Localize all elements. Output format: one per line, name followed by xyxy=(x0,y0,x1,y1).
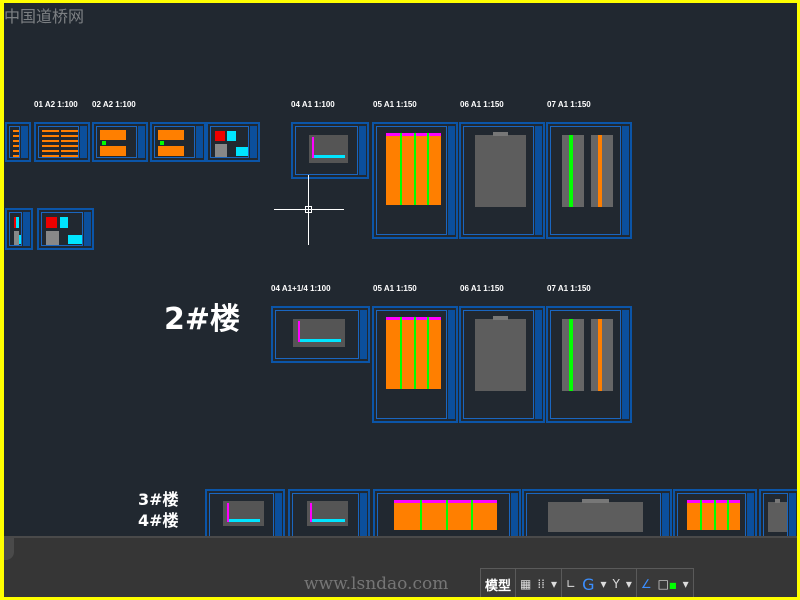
isodraft-icon[interactable]: Y xyxy=(612,577,620,591)
title-block xyxy=(23,212,30,246)
sheet-drawing-area xyxy=(376,126,447,235)
model-space-canvas[interactable]: 01 A2 1:100 02 A2 1:100 04 A1 1:100 05 A… xyxy=(4,3,797,536)
chevron-down-icon[interactable]: ▾ xyxy=(625,577,632,591)
watermark-logo: 中国道桥网 xyxy=(4,7,85,26)
title-block xyxy=(250,126,257,158)
object-snap-icon[interactable]: ∠ xyxy=(640,577,652,591)
chevron-down-icon[interactable]: ▾ xyxy=(551,577,558,591)
layout-tab-handle[interactable] xyxy=(4,538,14,560)
sheet-label: 05 A1 1:150 xyxy=(373,284,417,293)
title-block xyxy=(359,126,366,175)
sheet-label: 01 A2 1:100 xyxy=(34,100,78,109)
sheet-label: 02 A2 1:100 xyxy=(92,100,136,109)
title-block xyxy=(622,310,629,419)
drawing-sheet[interactable] xyxy=(372,306,458,423)
title-block xyxy=(622,126,629,235)
ortho-icon[interactable]: ∟ xyxy=(566,577,577,591)
crosshair-cursor xyxy=(274,209,344,210)
sheet-label: 05 A1 1:150 xyxy=(373,100,417,109)
snap-icon[interactable]: ⁞⁞ xyxy=(537,577,545,591)
drawing-sheet[interactable] xyxy=(673,489,757,536)
status-toolbar: 模型 ▦ ⁞⁞ ▾ ∟ G ▾ Y ▾ ∠ □■ ▾ xyxy=(480,568,694,597)
sheet-drawing-area xyxy=(275,310,359,359)
title-block xyxy=(789,493,796,536)
title-block xyxy=(448,310,455,419)
building-3-title: 3#楼 xyxy=(138,490,179,509)
title-block xyxy=(21,126,28,158)
chevron-down-icon[interactable]: ▾ xyxy=(682,577,689,591)
object-snap-tracking-icon[interactable]: □■ xyxy=(657,577,677,591)
title-block xyxy=(535,310,542,419)
sheet-drawing-area xyxy=(209,493,274,536)
building-4-title: 4#楼 xyxy=(138,511,179,530)
sheet-drawing-area xyxy=(295,126,358,175)
sheet-drawing-area xyxy=(526,493,661,536)
sheet-drawing-area xyxy=(9,126,20,158)
sheet-drawing-area xyxy=(41,212,83,246)
drawing-sheet[interactable] xyxy=(5,122,31,162)
title-block xyxy=(360,310,367,359)
watermark-url: www.lsndao.com xyxy=(304,574,449,594)
drawing-sheet[interactable] xyxy=(546,306,632,423)
drawing-sheet[interactable] xyxy=(206,122,260,162)
drawing-sheet[interactable] xyxy=(291,122,369,179)
drawing-sheet[interactable] xyxy=(459,122,545,239)
title-block xyxy=(511,493,518,536)
sheet-drawing-area xyxy=(377,493,510,536)
title-block xyxy=(448,126,455,235)
title-block xyxy=(535,126,542,235)
sheet-drawing-area xyxy=(96,126,137,158)
drawing-sheet[interactable] xyxy=(522,489,672,536)
drawing-sheet[interactable] xyxy=(459,306,545,423)
drawing-sheet[interactable] xyxy=(271,306,370,363)
drawing-sheet[interactable] xyxy=(546,122,632,239)
title-block xyxy=(360,493,367,536)
drawing-sheet[interactable] xyxy=(5,208,33,250)
sheet-label: 04 A1 1:100 xyxy=(291,100,335,109)
sheet-drawing-area xyxy=(38,126,79,158)
drawing-sheet[interactable] xyxy=(372,122,458,239)
sheet-drawing-area xyxy=(463,126,534,235)
sheet-drawing-area xyxy=(550,310,621,419)
polar-icon[interactable]: G xyxy=(582,574,595,594)
drawing-sheet[interactable] xyxy=(288,489,370,536)
crosshair-cursor xyxy=(308,175,309,245)
drawing-sheet[interactable] xyxy=(34,122,90,162)
drawing-sheet[interactable] xyxy=(205,489,285,536)
sheet-label: 06 A1 1:150 xyxy=(460,100,504,109)
drawing-sheet[interactable] xyxy=(373,489,521,536)
sheet-drawing-area xyxy=(154,126,195,158)
sheet-drawing-area xyxy=(292,493,359,536)
title-block xyxy=(84,212,91,246)
title-block xyxy=(275,493,282,536)
status-bar: www.lsndao.com 模型 ▦ ⁞⁞ ▾ ∟ G ▾ Y ▾ ∠ □■ … xyxy=(4,536,797,597)
sheet-drawing-area xyxy=(550,126,621,235)
sheet-label: 07 A1 1:150 xyxy=(547,100,591,109)
building-2-title: 2#楼 xyxy=(164,302,241,337)
pickbox xyxy=(305,206,312,213)
title-block xyxy=(662,493,669,536)
sheet-drawing-area xyxy=(763,493,788,536)
title-block xyxy=(747,493,754,536)
sheet-drawing-area xyxy=(376,310,447,419)
chevron-down-icon[interactable]: ▾ xyxy=(600,577,607,591)
sheet-drawing-area xyxy=(463,310,534,419)
drawing-sheet[interactable] xyxy=(759,489,797,536)
sheet-label: 04 A1+1/4 1:100 xyxy=(271,284,331,293)
sheet-drawing-area xyxy=(677,493,746,536)
drawing-sheet[interactable] xyxy=(92,122,148,162)
title-block xyxy=(138,126,145,158)
sheet-drawing-area xyxy=(210,126,249,158)
model-space-button[interactable]: 模型 xyxy=(485,578,512,594)
sheet-label: 07 A1 1:150 xyxy=(547,284,591,293)
grid-icon[interactable]: ▦ xyxy=(520,577,532,591)
title-block xyxy=(196,126,203,158)
sheet-label: 06 A1 1:150 xyxy=(460,284,504,293)
drawing-sheet[interactable] xyxy=(150,122,206,162)
autocad-window: 01 A2 1:100 02 A2 1:100 04 A1 1:100 05 A… xyxy=(4,3,797,597)
sheet-drawing-area xyxy=(9,212,22,246)
drawing-sheet[interactable] xyxy=(37,208,94,250)
title-block xyxy=(80,126,87,158)
